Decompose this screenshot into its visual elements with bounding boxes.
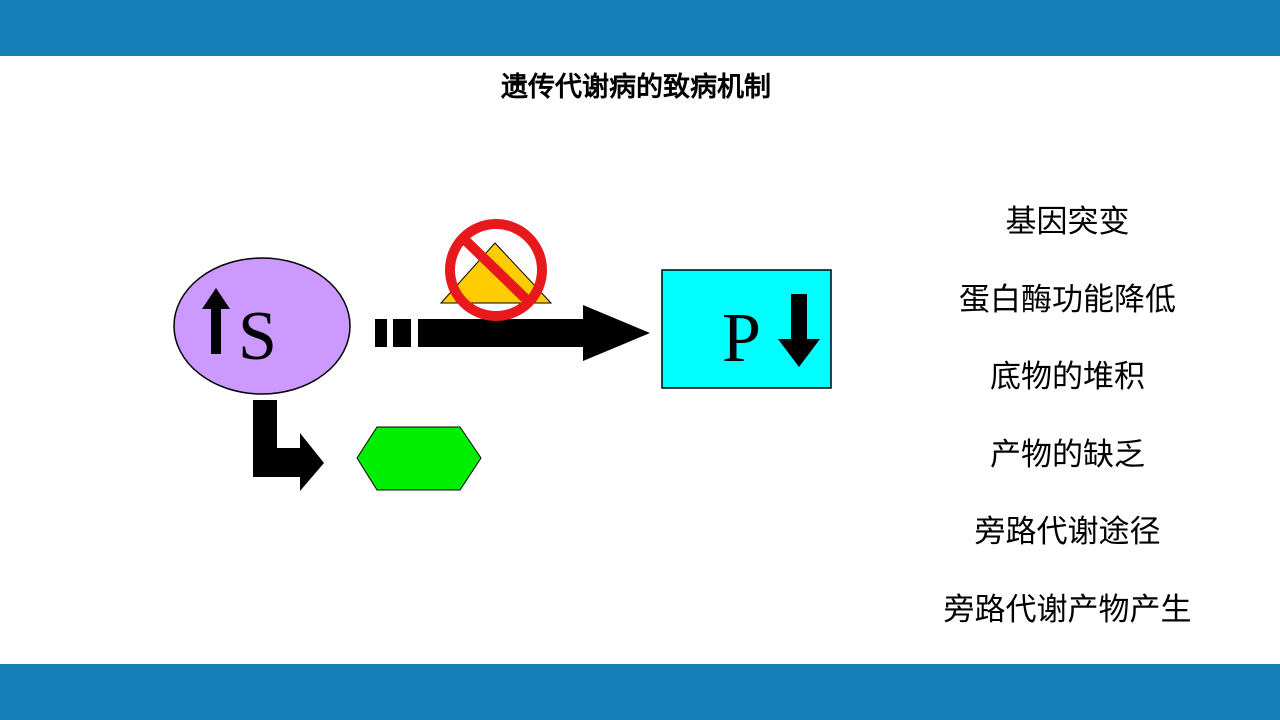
- step-item: 旁路代谢产物产生: [943, 591, 1192, 628]
- down-arrow-icon: [778, 294, 820, 367]
- substrate-node: S: [173, 257, 351, 395]
- top-banner: [0, 0, 1280, 56]
- product-label: P: [722, 300, 761, 377]
- step-item: 旁路代谢途径: [974, 514, 1161, 550]
- step-item: 产物的缺乏: [990, 436, 1145, 473]
- side-product-node: [356, 426, 482, 491]
- arrow-dash-2: [393, 319, 411, 347]
- step-item: 基因突变: [1005, 204, 1130, 240]
- main-reaction-arrow: [375, 305, 650, 361]
- up-arrow-icon: [202, 288, 230, 354]
- step-item: 底物的堆积: [990, 359, 1145, 395]
- prohibit-ring: [445, 219, 547, 321]
- slide-title: 遗传代谢病的致病机制: [501, 72, 771, 103]
- side-pathway-arrow: [253, 400, 324, 491]
- substrate-label: S: [238, 298, 277, 375]
- bottom-banner: [0, 664, 1280, 720]
- mechanism-steps: 基因突变 蛋白酶功能降低 底物的堆积 产物的缺乏 旁路代谢途径 旁路代谢产物产生: [905, 197, 1230, 662]
- step-item: 蛋白酶功能降低: [959, 281, 1176, 318]
- prohibit-slash: [460, 235, 532, 305]
- product-node: P: [661, 269, 832, 389]
- prohibited-sign-icon: [439, 219, 553, 321]
- arrow-body: [418, 305, 650, 361]
- arrow-dash-1: [375, 319, 387, 347]
- product-box: [661, 269, 832, 389]
